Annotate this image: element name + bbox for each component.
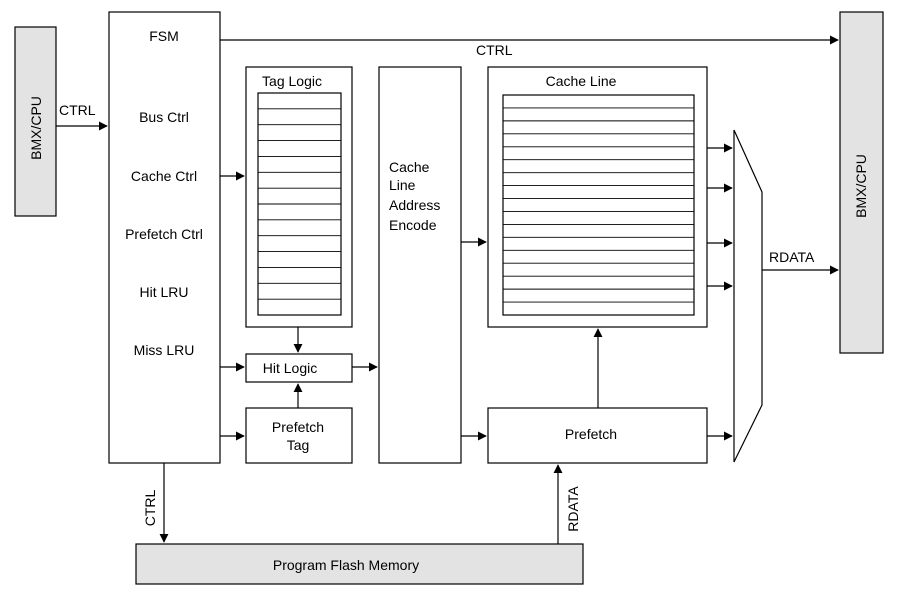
program-flash-memory-block: Program Flash Memory (135, 543, 584, 585)
cache-line-title: Cache Line (546, 73, 617, 89)
encode-label-line3: Address (389, 197, 440, 213)
signal-label-ctrl-top: CTRL (476, 42, 513, 58)
encode-label-line2: Line (389, 177, 416, 193)
fsm-item-miss-lru: Miss LRU (134, 342, 195, 358)
prefetch-label: Prefetch (565, 426, 617, 442)
output-mux (733, 129, 763, 463)
prefetch-tag-label-line1: Prefetch (272, 419, 324, 435)
prefetch-tag-block: Prefetch Tag (245, 407, 353, 464)
signal-label-rdata-flash: RDATA (565, 486, 581, 532)
signal-label-rdata-out: RDATA (769, 249, 815, 265)
signal-label-ctrl-in: CTRL (59, 102, 96, 118)
fsm-item-cache-ctrl: Cache Ctrl (131, 168, 197, 184)
tag-logic-rows (258, 108, 341, 300)
encode-label-line4: Encode (389, 217, 437, 233)
signal-label-ctrl-flash: CTRL (142, 490, 158, 527)
cache-line-address-encode-block: Cache Line Address Encode (378, 66, 462, 464)
program-flash-memory-label: Program Flash Memory (273, 557, 419, 573)
fsm-item-prefetch-ctrl: Prefetch Ctrl (125, 226, 203, 242)
tag-logic-block: Tag Logic (245, 66, 353, 328)
prefetch-block: Prefetch (487, 407, 708, 464)
fsm-item-bus-ctrl: Bus Ctrl (139, 109, 189, 125)
fsm-title: FSM (149, 28, 179, 44)
prefetch-tag-label-line2: Tag (287, 437, 310, 453)
signal-wires (56, 35, 839, 544)
encode-label-line1: Cache (389, 159, 430, 175)
cache-line-rows (503, 107, 694, 303)
bmx-cpu-left-label: BMX/CPU (28, 96, 44, 160)
fsm-item-hit-lru: Hit LRU (139, 284, 188, 300)
bmx-cpu-left-block: BMX/CPU (14, 26, 57, 217)
fsm-block: FSM Bus Ctrl Cache Ctrl Prefetch Ctrl Hi… (108, 11, 221, 464)
tag-logic-title: Tag Logic (262, 73, 322, 89)
bmx-cpu-right-block: BMX/CPU (839, 11, 884, 354)
bmx-cpu-right-label: BMX/CPU (853, 154, 869, 218)
cache-line-block: Cache Line (487, 66, 708, 328)
hit-logic-block: Hit Logic (245, 353, 353, 383)
hit-logic-label: Hit Logic (263, 360, 317, 376)
